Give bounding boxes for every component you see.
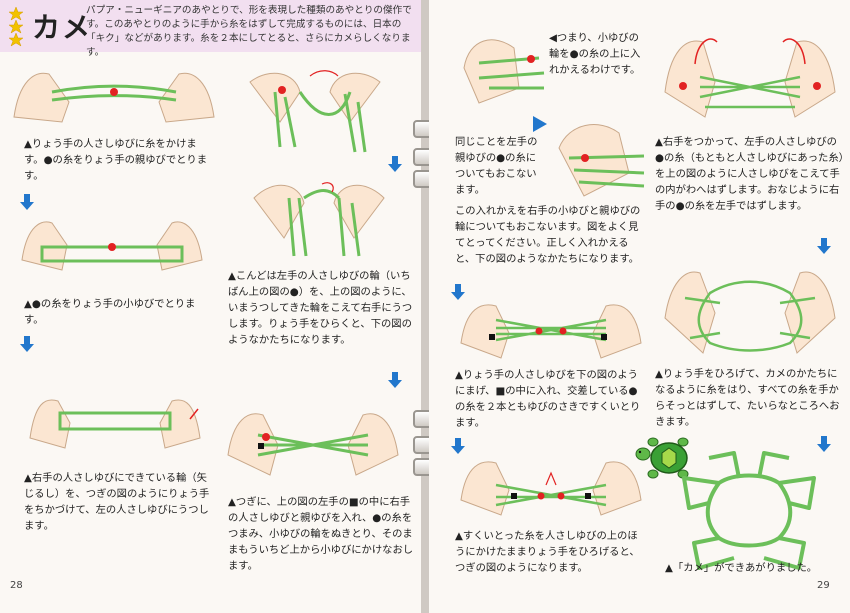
page-header: カメ パプア・ニューギニアのあやとりで、形を表現した種類のあやとりの傑作です。こ… xyxy=(0,0,421,58)
step2-caption: ▲●の糸をりょう手の小ゆびでとります。 xyxy=(24,298,196,326)
step8-caption: この入れかえを右手の小ゆびと親ゆびの輪についてもおこないます。図をよく見てとって… xyxy=(455,205,641,265)
hand-illustration xyxy=(249,70,381,153)
page-number-left: 28 xyxy=(10,580,23,591)
step6-caption: ◀つまり、小ゆびの輪を●の糸の上に入れかえるわけです。 xyxy=(549,32,641,76)
down-arrow-icon xyxy=(388,372,402,388)
final-caption: ▲「カメ」ができあがりました。 xyxy=(665,562,818,574)
intro-text: パプア・ニューギニアのあやとりで、形を表現した種類のあやとりの傑作です。このあや… xyxy=(86,5,412,58)
arrow-icon xyxy=(533,116,547,132)
hand-illustration xyxy=(21,221,203,271)
step5-caption: ▲つぎに、上の図の左手の■の中に右手の人さしゆびと親ゆびを入れ、●の糸をつまみ、… xyxy=(228,496,414,572)
hand-illustration xyxy=(460,461,642,516)
down-arrow-icon xyxy=(451,438,465,454)
down-arrow-icon xyxy=(388,156,402,172)
down-arrow-icon xyxy=(20,336,34,352)
hand-illustration xyxy=(463,39,545,104)
step1-caption: ▲りょう手の人さしゆびに糸をかけます。●の糸をりょう手の親ゆびでとります。 xyxy=(24,138,208,182)
hand-illustration xyxy=(253,182,385,257)
hand-illustration xyxy=(664,271,836,354)
hand-illustration xyxy=(29,399,201,449)
step3-caption: ▲右手の人さしゆびにできている輪（矢じるし）を、つぎの図のようにりょう手をちかづ… xyxy=(24,472,210,532)
page-title: カメ xyxy=(32,11,93,44)
right-page: ◀つまり、小ゆびの輪を●の糸の上に入れかえるわけです。 同じことを左手の親ゆびの… xyxy=(429,0,850,613)
star-icon xyxy=(8,6,24,47)
hand-illustration xyxy=(664,38,836,118)
hand-illustration xyxy=(558,124,645,197)
step11-caption: ▲右手をつかって、左手の人さしゆびの●の糸（もともと人さしゆびにあった糸）を上の… xyxy=(655,136,844,212)
down-arrow-icon xyxy=(20,194,34,210)
left-page: カメ パプア・ニューギニアのあやとりで、形を表現した種類のあやとりの傑作です。こ… xyxy=(0,0,421,613)
turtle-string-figure xyxy=(682,451,816,570)
down-arrow-icon xyxy=(817,238,831,254)
turtle-icon xyxy=(635,437,689,479)
step9-caption: ▲りょう手の人さしゆびを下の図のようにまげ、■の中に入れ、交差している●の糸を２… xyxy=(455,369,641,429)
step7-caption: 同じことを左手の親ゆびの●の糸についてもおこないます。 xyxy=(455,136,538,196)
step10-caption: ▲すくいとった糸を人さしゆびの上のほうにかけたままりょう手をひろげると、つぎの図… xyxy=(455,530,640,574)
hand-illustration xyxy=(13,72,215,123)
step4-caption: ▲こんどは左手の人さしゆびの輪（いちばん上の図の●）を、上の図のように、いまうつ… xyxy=(228,270,413,346)
step12-caption: ▲りょう手をひろげて、カメのかたちになるように糸をはり、すべての糸を手からそっと… xyxy=(655,368,840,428)
book-spine xyxy=(421,0,429,613)
page-number-right: 29 xyxy=(817,580,830,591)
hand-illustration xyxy=(460,304,642,359)
hand-illustration xyxy=(227,413,399,476)
down-arrow-icon xyxy=(817,436,831,452)
down-arrow-icon xyxy=(451,284,465,300)
